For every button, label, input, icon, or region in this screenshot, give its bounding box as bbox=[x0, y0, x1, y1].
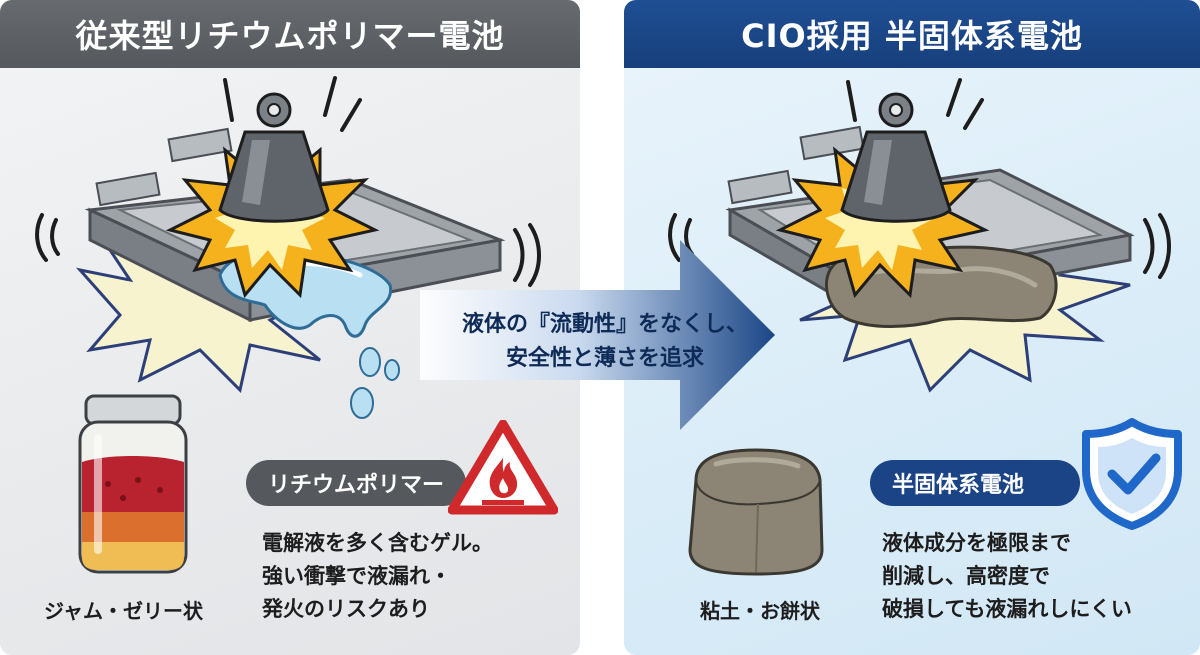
semisolid-description-line-2: 削減し、高密度で bbox=[882, 564, 1050, 588]
transition-line-2: 安全性と薄さを追求 bbox=[505, 346, 704, 371]
liquid-battery-impact-illustration bbox=[35, 76, 541, 419]
semisolid-caption: 粘土・お餅状 bbox=[700, 599, 820, 623]
conventional-description-line-2: 強い衝撃で液漏れ・ bbox=[262, 564, 451, 588]
impact-lines-icon bbox=[668, 78, 1171, 279]
transition-line-1: 液体の『流動性』をなくし、 bbox=[461, 312, 748, 337]
transition-message: 液体の『流動性』をなくし、 安全性と薄さを追求 bbox=[440, 308, 770, 376]
semisolid-panel-title: CIO採用 半固体系電池 bbox=[741, 17, 1083, 55]
semisolid-description-line-3: 破損しても液漏れしにくい bbox=[882, 597, 1132, 621]
conventional-panel-header: 従来型リチウムポリマー電池 bbox=[0, 0, 580, 68]
semisolid-panel-header: CIO採用 半固体系電池 bbox=[624, 0, 1200, 68]
semisolid-type-label: 半固体系電池 bbox=[870, 460, 1080, 506]
semisolid-battery-impact-illustration bbox=[668, 78, 1171, 393]
conventional-panel-title: 従来型リチウムポリマー電池 bbox=[75, 17, 505, 55]
semisolid-description-line-1: 液体成分を極限まで bbox=[882, 531, 1071, 555]
semisolid-description: 液体成分を極限まで 削減し、高密度で 破損しても液漏れしにくい bbox=[882, 527, 1132, 626]
transition-arrow-icon bbox=[420, 240, 775, 430]
conventional-caption: ジャム・ゼリー状 bbox=[44, 599, 203, 623]
conventional-type-label: リチウムポリマー bbox=[246, 460, 466, 506]
clay-block-icon bbox=[688, 448, 824, 576]
weight-icon bbox=[218, 92, 330, 223]
semisolid-type-label-text: 半固体系電池 bbox=[892, 473, 1025, 498]
jam-jar-icon bbox=[78, 394, 188, 574]
weight-icon bbox=[840, 92, 952, 223]
impact-lines-icon bbox=[35, 76, 541, 287]
conventional-type-label-text: リチウムポリマー bbox=[268, 473, 445, 498]
fire-warning-icon bbox=[448, 420, 558, 515]
conventional-description-line-1: 電解液を多く含むゲル。 bbox=[262, 531, 493, 555]
shield-check-icon bbox=[1082, 418, 1182, 530]
conventional-description: 電解液を多く含むゲル。 強い衝撃で液漏れ・ 発火のリスクあり bbox=[262, 527, 493, 626]
conventional-description-line-3: 発火のリスクあり bbox=[262, 597, 430, 621]
